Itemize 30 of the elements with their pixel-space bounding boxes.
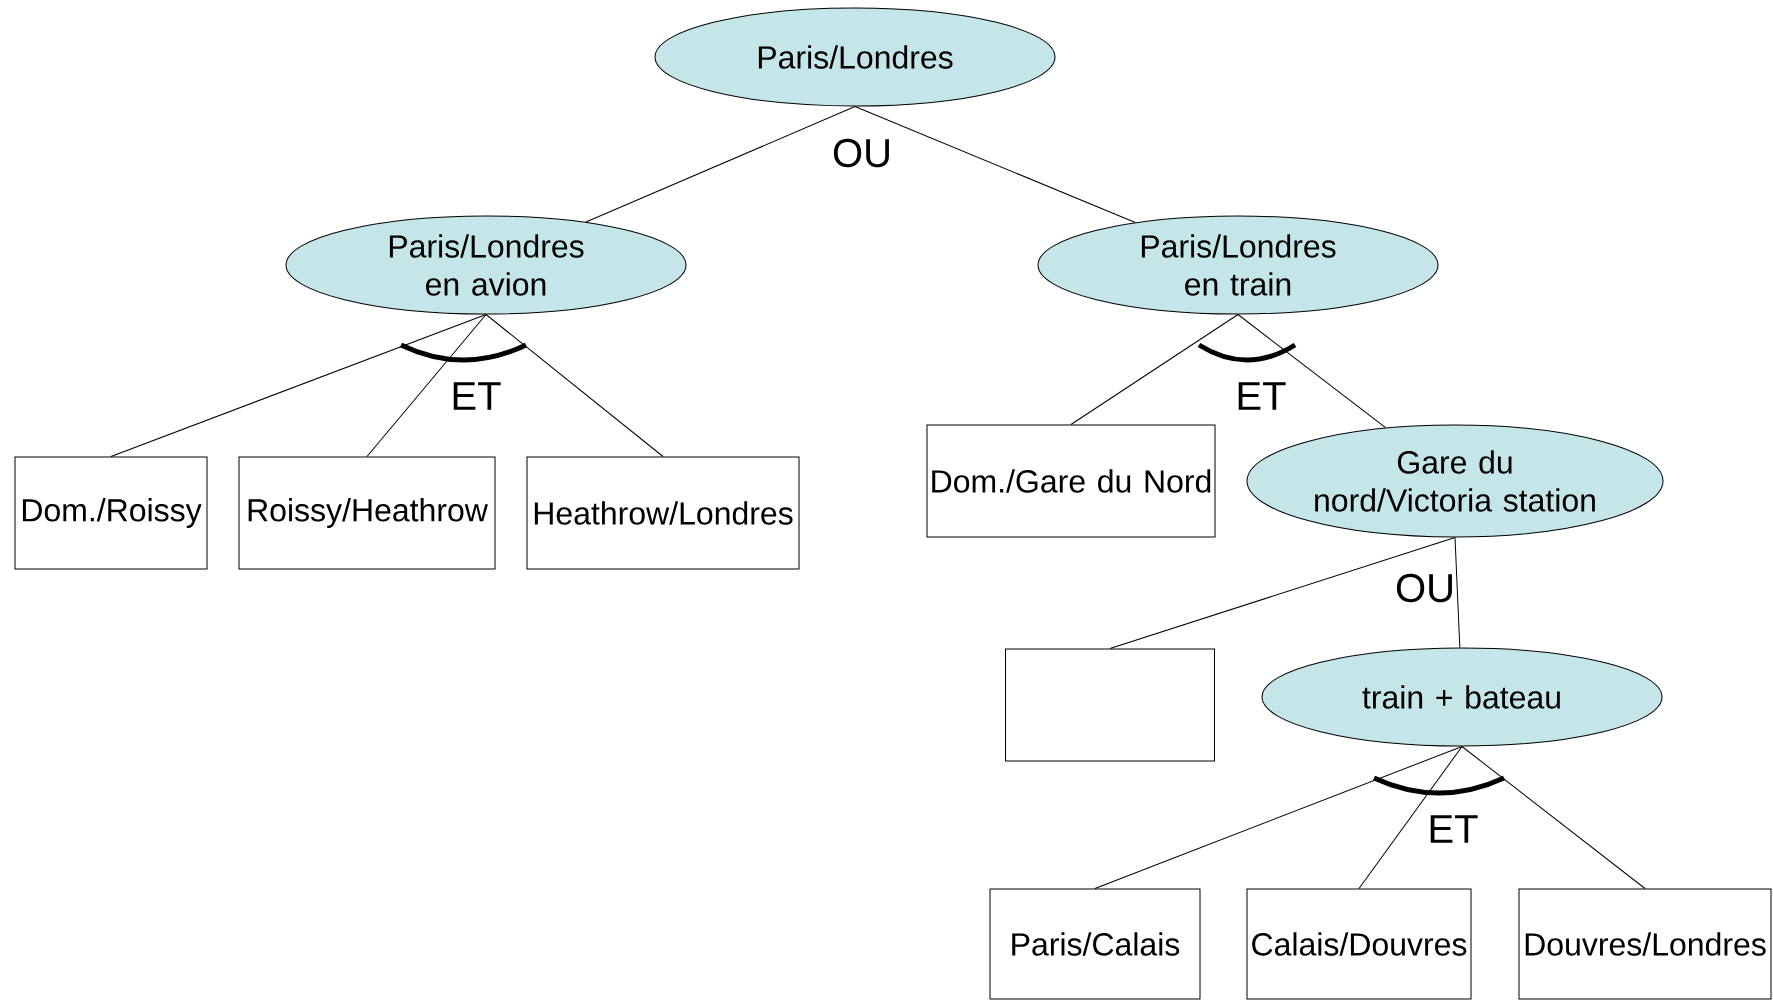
ellipse-node: Gare du nord/Victoria station bbox=[1246, 424, 1664, 538]
task-box: Paris/Calais bbox=[989, 888, 1201, 1000]
task-box: Dom./Roissy bbox=[14, 456, 208, 570]
task-box: Roissy/Heathrow bbox=[238, 456, 496, 570]
task-box: Douvres/Londres bbox=[1518, 888, 1772, 1000]
connector-line bbox=[1109, 537, 1456, 649]
operator-label: ET bbox=[1430, 815, 1478, 843]
empty-box bbox=[1005, 648, 1215, 762]
operator-label: ET bbox=[453, 382, 501, 410]
connector-line bbox=[1358, 746, 1463, 889]
connector-line bbox=[854, 106, 1136, 223]
ellipse-node: Paris/Londres bbox=[654, 7, 1056, 107]
connector-line bbox=[366, 314, 487, 457]
task-box: Calais/Douvres bbox=[1246, 888, 1472, 1000]
connector-line bbox=[1454, 537, 1461, 648]
operator-label: ET bbox=[1238, 382, 1286, 410]
task-box: Heathrow/Londres bbox=[526, 456, 800, 570]
task-box: Dom./Gare du Nord bbox=[926, 424, 1216, 538]
ellipse-node: train + bateau bbox=[1261, 647, 1663, 747]
operator-label: OU bbox=[833, 138, 889, 168]
operator-label: OU bbox=[1396, 573, 1452, 603]
ellipse-node: Paris/Londres en train bbox=[1037, 215, 1439, 315]
ellipse-node: Paris/Londres en avion bbox=[285, 215, 687, 315]
connector-line bbox=[1237, 314, 1387, 429]
connector-line bbox=[485, 314, 664, 457]
connector-line bbox=[1094, 746, 1463, 889]
connector-line bbox=[585, 106, 856, 223]
connector-line bbox=[110, 314, 487, 457]
connector-line bbox=[1461, 746, 1646, 889]
connector-line bbox=[1070, 314, 1239, 425]
